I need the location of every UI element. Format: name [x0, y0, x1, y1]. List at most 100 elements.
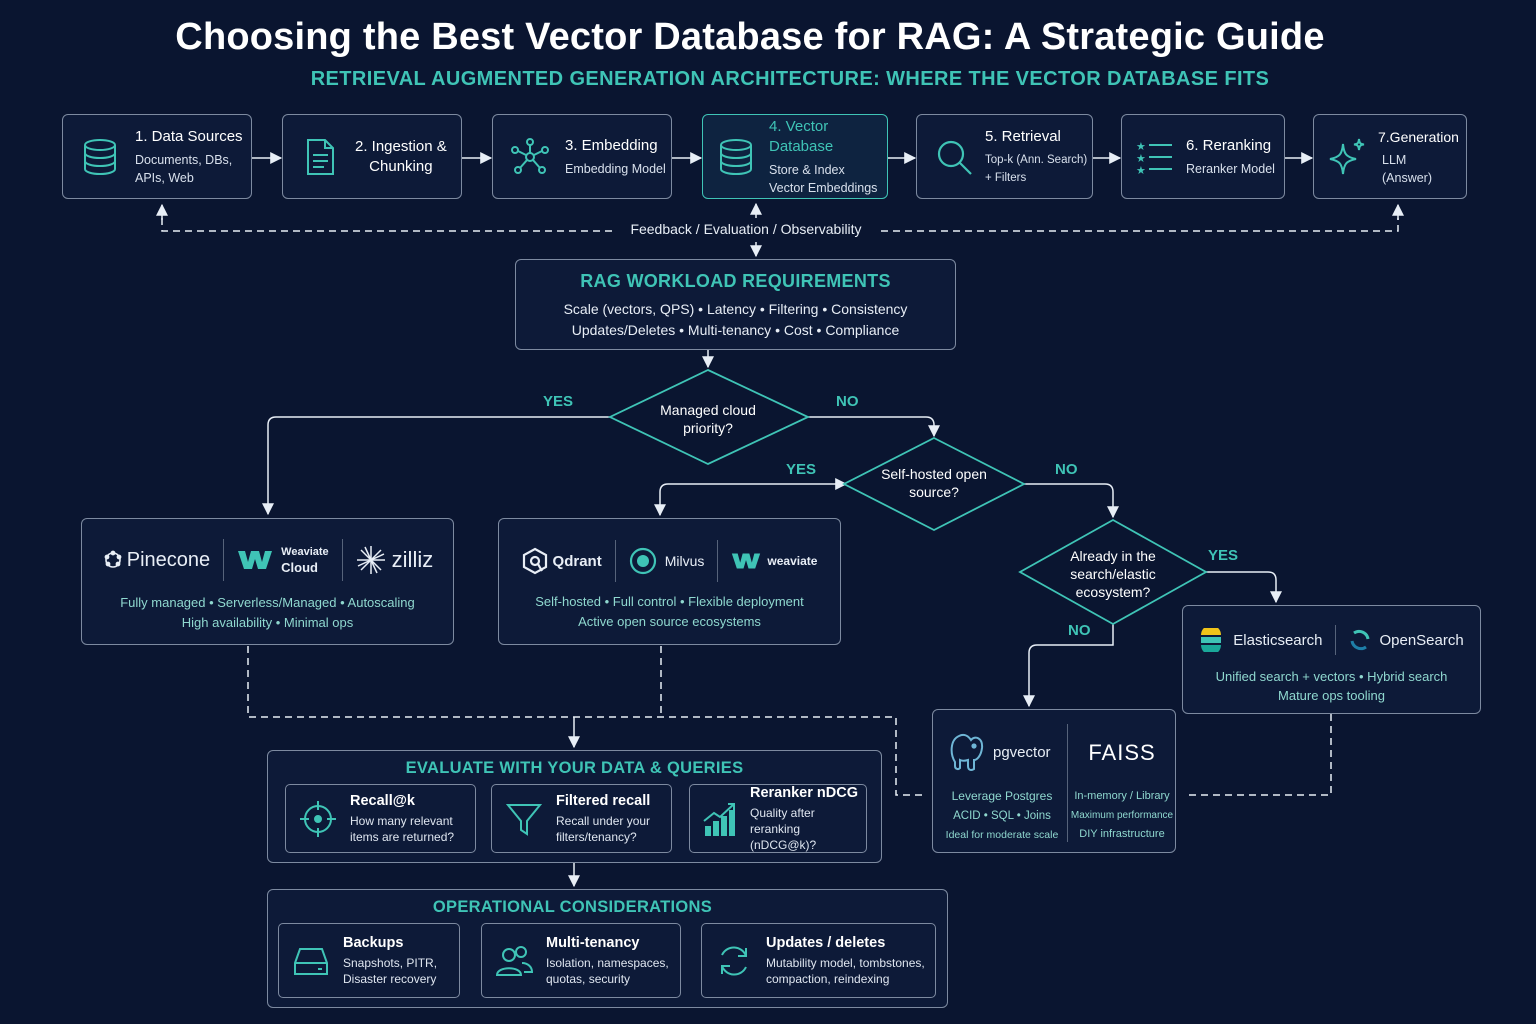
requirements-panel: RAG WORKLOAD REQUIREMENTS Scale (vectors…: [515, 259, 956, 350]
document-icon: [299, 136, 341, 178]
vendor-separator: [341, 539, 343, 581]
pipeline-step-generation: 7.Generation LLM(Answer): [1313, 114, 1467, 199]
milvus-logo: Milvus: [629, 547, 704, 575]
opensearch-logo: OpenSearch: [1349, 629, 1464, 651]
pgvector-desc: Leverage Postgres ACID • SQL • Joins Ide…: [945, 789, 1059, 841]
ecosystem-no-label: NO: [1068, 622, 1091, 639]
step-title: 1. Data Sources: [135, 127, 243, 145]
milvus-icon: [629, 547, 656, 575]
elasticsearch-icon: [1201, 628, 1222, 652]
qdrant-icon: [522, 547, 547, 575]
card-title: Multi-tenancy: [546, 935, 640, 951]
step-desc: Top-k (Ann. Search)+ Filters: [985, 153, 1088, 184]
vendor-separator: [223, 539, 225, 581]
zilliz-name: zilliz: [391, 547, 434, 572]
refresh-icon: [714, 941, 754, 981]
oss-vendor-logos: Qdrant Milvus weaviate: [499, 539, 840, 583]
step-title: 4. Vector Database: [769, 117, 834, 155]
selfhosted-yes-link: [654, 483, 845, 517]
step-title: 2. Ingestion &: [355, 137, 447, 155]
managed-yes-label: YES: [543, 393, 574, 410]
ranked-list-icon: ★ ★ ★: [1134, 136, 1176, 178]
managed-decision-text: Managed cloud priority?: [660, 402, 756, 436]
step-desc: Documents, DBs,APIs, Web: [135, 152, 233, 185]
multi-tenancy-card: Multi-tenancy Isolation, namespaces,quot…: [481, 923, 681, 998]
chart-icon: [700, 799, 740, 839]
pipeline-step-data-sources: 1. Data Sources Documents, DBs,APIs, Web: [62, 114, 252, 199]
requirements-title: RAG WORKLOAD REQUIREMENTS: [580, 271, 891, 291]
selfhosted-decision-text: Self-hosted open source?: [881, 466, 987, 500]
pgvector-name: pgvector: [993, 743, 1051, 761]
weaviate-cloud-logo: Weaviate Cloud: [237, 544, 329, 576]
step-title: 5. Retrieval: [985, 127, 1061, 145]
step-desc: LLM(Answer): [1382, 152, 1433, 185]
step-title: 7.Generation: [1378, 128, 1459, 145]
pipeline-step-retrieval: 5. Retrieval Top-k (Ann. Search)+ Filter…: [916, 114, 1093, 199]
pinecone-logo: Pinecone: [102, 549, 210, 572]
svg-text:★: ★: [1136, 140, 1146, 153]
weaviate-logo: weaviate: [731, 551, 817, 571]
evaluate-title: EVALUATE WITH YOUR DATA & QUERIES: [405, 759, 744, 777]
card-title: Reranker nDCG: [750, 785, 858, 801]
selfhosted-no-label: NO: [1055, 461, 1078, 478]
pipeline-step-ingestion: 2. Ingestion & Chunking: [282, 114, 462, 199]
svg-text:★: ★: [1136, 152, 1146, 165]
opensearch-name: OpenSearch: [1379, 631, 1464, 649]
card-desc: Snapshots, PITR,Disaster recovery: [343, 956, 438, 986]
weaviate-icon: [732, 553, 761, 569]
step-title: 3. Embedding: [565, 136, 658, 154]
svg-text:★: ★: [1136, 164, 1146, 177]
card-desc: Mutability model, tombstones,compaction,…: [766, 956, 925, 986]
target-icon: [298, 799, 338, 839]
database-icon: [715, 136, 757, 178]
oss-vendors-panel: Qdrant Milvus weaviate Self-hosted • Ful…: [498, 518, 841, 645]
evaluate-panel: EVALUATE WITH YOUR DATA & QUERIES Recall…: [267, 750, 882, 863]
postgres-elephant-icon: [950, 733, 984, 771]
step-title-2: Chunking: [369, 157, 433, 175]
search-icon: [933, 136, 975, 178]
pinecone-icon: [104, 550, 122, 568]
elasticsearch-name: Elasticsearch: [1233, 631, 1323, 649]
faiss-name: FAISS: [1088, 740, 1156, 765]
card-title: Recall@k: [350, 793, 415, 809]
selfhosted-yes-label: YES: [786, 461, 817, 478]
drive-icon: [291, 941, 331, 981]
page-subtitle: RETRIEVAL AUGMENTED GENERATION ARCHITECT…: [310, 68, 1270, 90]
card-title: Updates / deletes: [766, 935, 886, 951]
weaviate-cloud-name: Weaviate Cloud: [281, 546, 329, 575]
step-desc: Reranker Model: [1186, 161, 1275, 176]
sparkle-icon: [1326, 136, 1368, 178]
pgvector-logo: pgvector: [947, 732, 1051, 772]
selfhosted-no-link: [1024, 483, 1119, 519]
vendor-separator: [717, 540, 719, 582]
backups-card: Backups Snapshots, PITR,Disaster recover…: [278, 923, 460, 998]
managed-no-link: [806, 416, 940, 438]
network-icon: [509, 136, 551, 178]
weaviate-name: weaviate: [767, 554, 818, 568]
oss-vendors-desc: Self-hosted • Full control • Flexible de…: [535, 594, 804, 629]
zilliz-icon: [356, 546, 385, 574]
pipeline-step-embedding: 3. Embedding Embedding Model: [492, 114, 672, 199]
card-desc: Isolation, namespaces,quotas, security: [546, 956, 669, 986]
opensearch-icon: [1351, 629, 1370, 651]
managed-vendors-panel: Pinecone Weaviate Cloud zilliz: [81, 518, 454, 645]
page-title: Choosing the Best Vector Database for RA…: [175, 16, 1325, 58]
managed-vendors-desc: Fully managed • Serverless/Managed • Aut…: [120, 595, 415, 630]
vendor-separator: [1067, 724, 1068, 842]
database-icon: [79, 136, 121, 178]
step-title: 6. Reranking: [1186, 136, 1272, 154]
managed-no-label: NO: [836, 393, 859, 410]
requirements-list: Scale (vectors, QPS) • Latency • Filteri…: [563, 301, 908, 338]
step-desc: Embedding Model: [565, 161, 666, 176]
card-title: Filtered recall: [556, 793, 651, 809]
vendor-separator: [614, 540, 616, 582]
search-to-library: [1186, 714, 1332, 796]
operational-title: OPERATIONAL CONSIDERATIONS: [432, 898, 713, 916]
qdrant-logo: Qdrant: [522, 547, 602, 575]
